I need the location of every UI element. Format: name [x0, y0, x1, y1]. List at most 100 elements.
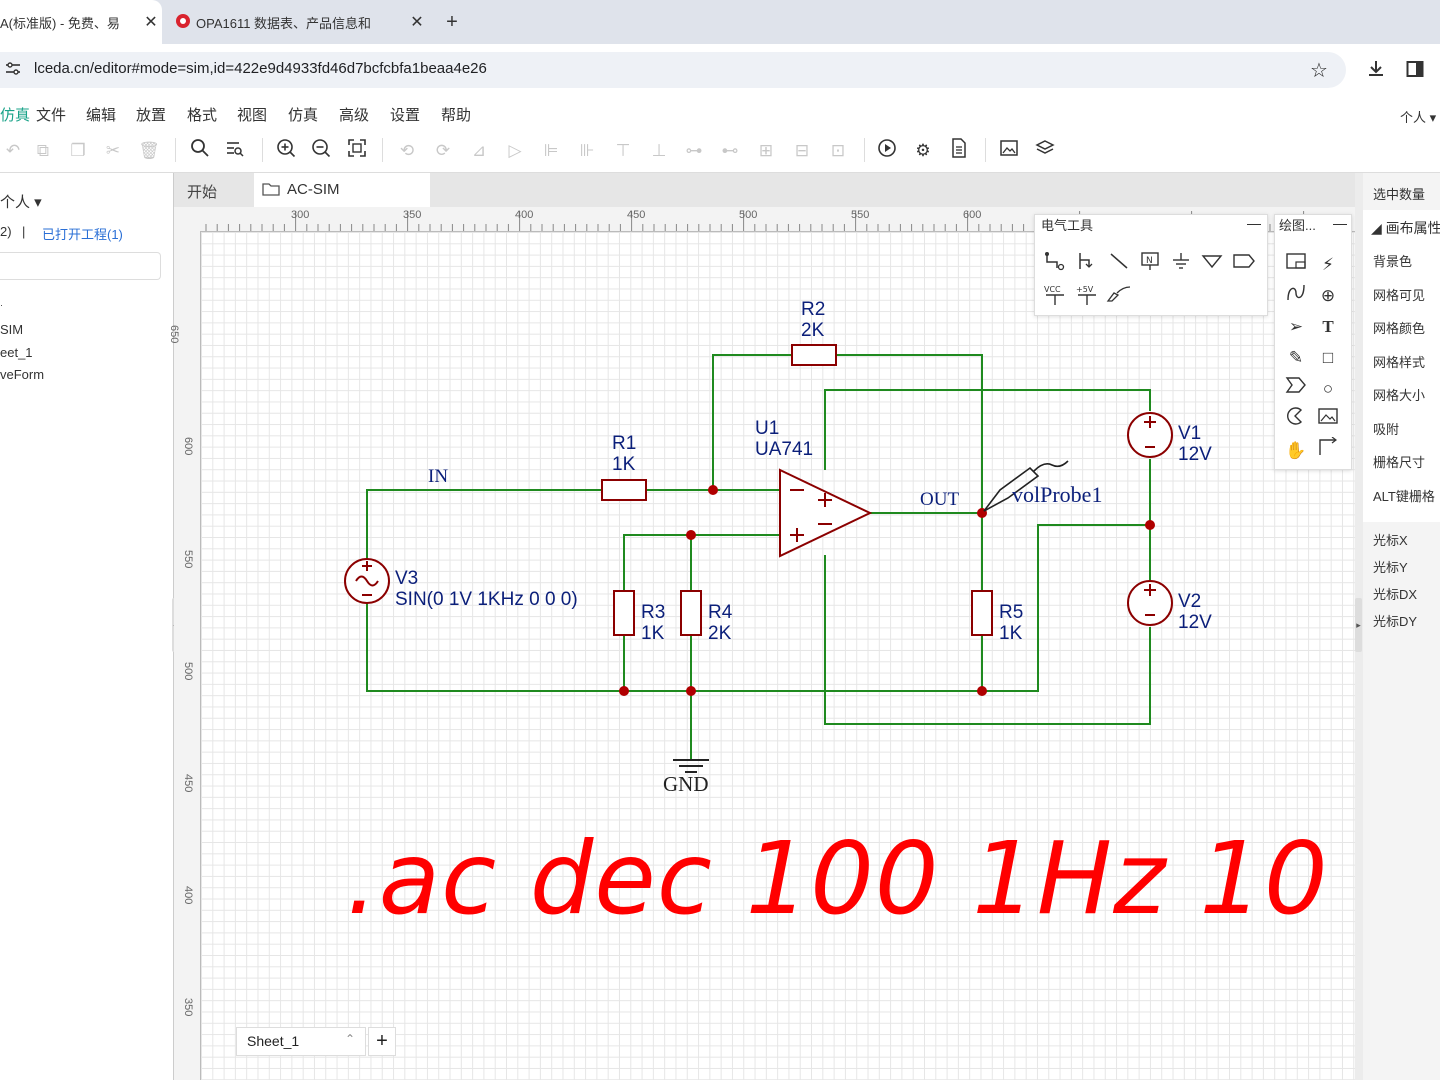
r3-designator[interactable]: R3 1K [641, 602, 665, 644]
tab-start[interactable]: 开始 [187, 184, 218, 201]
zoom-out-icon[interactable] [308, 138, 334, 164]
wire-icon[interactable] [1041, 251, 1069, 279]
rotate-left-icon[interactable]: ⟲ [399, 141, 415, 160]
find-replace-icon[interactable] [222, 138, 248, 164]
site-settings-icon[interactable] [4, 61, 22, 82]
align-right-icon[interactable]: ⊪ [579, 141, 595, 160]
distribute-h-icon[interactable]: ⊞ [758, 141, 774, 160]
menu-settings[interactable]: 设置 [390, 107, 421, 124]
voltage-probe[interactable] [983, 460, 1069, 512]
search-icon[interactable] [187, 138, 213, 164]
undo-icon[interactable]: ↶ [5, 141, 21, 160]
net-flag-icon[interactable] [1230, 251, 1258, 279]
sheet-tab[interactable]: Sheet_1 ⌃ [236, 1027, 366, 1056]
minimize-icon[interactable]: — [1247, 215, 1261, 231]
wire-r2-left[interactable] [712, 354, 792, 490]
opamp-u1[interactable] [779, 468, 873, 558]
resistor-r5[interactable] [971, 590, 993, 636]
resistor-r4[interactable] [680, 590, 702, 636]
arc-icon[interactable]: ⊕ [1320, 286, 1336, 305]
menu-simulate[interactable]: 仿真 [288, 107, 319, 124]
r4-designator[interactable]: R4 2K [708, 602, 732, 644]
wire-noninv[interactable] [623, 534, 780, 590]
bezier-icon[interactable] [1282, 282, 1310, 310]
add-sheet-button[interactable]: + [368, 1027, 396, 1056]
gnd-label[interactable]: GND [663, 772, 709, 796]
vcc-icon[interactable]: VCC [1041, 283, 1069, 311]
probe-label[interactable]: volProbe1 [1012, 482, 1103, 507]
chevron-up-icon[interactable]: ⌃ [345, 1032, 356, 1046]
r1-designator[interactable]: R1 1K [612, 433, 636, 475]
close-icon[interactable]: ✕ [410, 14, 424, 31]
mode-label[interactable]: 仿真 [0, 107, 31, 124]
v1-designator[interactable]: V1 12V [1178, 423, 1212, 465]
menu-view[interactable]: 视图 [237, 107, 268, 124]
align-top-icon[interactable]: ⊤ [615, 141, 631, 160]
tab-ac-sim[interactable]: AC-SIM [254, 173, 430, 207]
menu-file[interactable]: 文件 [36, 107, 67, 124]
delete-icon[interactable]: 🗑 [138, 141, 160, 160]
tree-item-waveform[interactable]: veForm [0, 367, 45, 382]
bus-icon[interactable] [1073, 251, 1101, 279]
circle-icon[interactable]: ○ [1322, 379, 1334, 398]
dimension-icon[interactable] [1314, 436, 1342, 465]
polygon-icon[interactable] [1282, 375, 1310, 403]
distribute-v-icon[interactable]: ⊟ [794, 141, 810, 160]
align-center-h-icon[interactable]: ⊶ [685, 141, 703, 160]
browser-tab-opa1611[interactable]: OPA1611 数据表、产品信息和 ✕ [170, 0, 428, 44]
wire-vminus[interactable] [824, 555, 1151, 725]
spice-directive[interactable]: .ac dec 100 1Hz 10 [346, 820, 1329, 937]
user-menu[interactable]: 个人 ▾ [1400, 110, 1437, 125]
browser-tab-lceda[interactable]: A(标准版) - 免费、易 ✕ [0, 0, 162, 44]
voltage-source-v1[interactable] [1127, 412, 1173, 458]
duplicate-icon[interactable]: ❐ [70, 141, 86, 160]
arrow-icon[interactable]: ➢ [1288, 317, 1304, 336]
schematic-canvas[interactable] [201, 232, 1355, 1080]
pan-hand-icon[interactable]: ✋ [1285, 441, 1307, 460]
tree-item-sheet[interactable]: eet_1 [0, 345, 33, 360]
zoom-in-icon[interactable] [273, 138, 299, 164]
project-count[interactable]: 2) [0, 224, 12, 239]
menu-place[interactable]: 放置 [136, 107, 167, 124]
align-center-v-icon[interactable]: ⊷ [721, 141, 739, 160]
polyline-icon[interactable]: ⚡ [1322, 255, 1334, 274]
frame-icon[interactable] [1282, 251, 1310, 279]
opened-projects-link[interactable]: 已打开工程(1) [42, 227, 123, 242]
net-label-out[interactable]: OUT [920, 489, 960, 510]
project-search-input[interactable] [0, 252, 161, 280]
menu-format[interactable]: 格式 [187, 107, 218, 124]
r2-designator[interactable]: R2 2K [801, 299, 825, 341]
menu-edit[interactable]: 编辑 [86, 107, 117, 124]
fit-view-icon[interactable] [344, 138, 370, 164]
cut-icon[interactable]: ✂ [105, 141, 121, 160]
side-panel-icon[interactable] [1406, 60, 1424, 83]
v3-designator[interactable]: V3 SIN(0 1V 1KHz 0 0 0) [395, 568, 578, 610]
url-text[interactable]: lceda.cn/editor#mode=sim,id=422e9d4933fd… [34, 60, 487, 77]
voltage-source-v2[interactable] [1127, 580, 1173, 626]
flip-vertical-icon[interactable]: ▷ [508, 141, 522, 160]
align-left-icon[interactable]: ⊫ [543, 141, 559, 160]
flip-horizontal-icon[interactable]: ⊿ [471, 141, 487, 160]
bookmark-star-icon[interactable]: ☆ [1310, 60, 1328, 82]
net-port-icon[interactable] [1198, 251, 1226, 279]
right-collapse-handle[interactable]: ▸ [1355, 598, 1362, 652]
net-label-in[interactable]: IN [428, 466, 449, 487]
wire-r2-right[interactable] [836, 354, 983, 513]
export-image-icon[interactable] [996, 138, 1022, 164]
close-icon[interactable]: ✕ [144, 14, 158, 31]
download-icon[interactable] [1366, 58, 1386, 83]
ground-icon[interactable] [1167, 251, 1195, 279]
tree-item-sim[interactable]: SIM [0, 322, 24, 337]
run-simulation-icon[interactable] [874, 138, 900, 164]
align-bottom-icon[interactable]: ⊥ [651, 141, 667, 160]
netlist-icon[interactable] [946, 138, 972, 164]
pie-icon[interactable] [1282, 406, 1310, 434]
minimize-icon[interactable]: — [1333, 215, 1347, 231]
menu-advanced[interactable]: 高级 [339, 107, 370, 124]
u1-designator[interactable]: U1 UA741 [755, 418, 813, 460]
v2-designator[interactable]: V2 12V [1178, 591, 1212, 633]
net-label-icon[interactable]: N [1136, 251, 1164, 279]
resistor-r2[interactable] [791, 344, 837, 366]
wire-in[interactable] [366, 489, 602, 561]
resistor-r1[interactable] [601, 479, 647, 501]
